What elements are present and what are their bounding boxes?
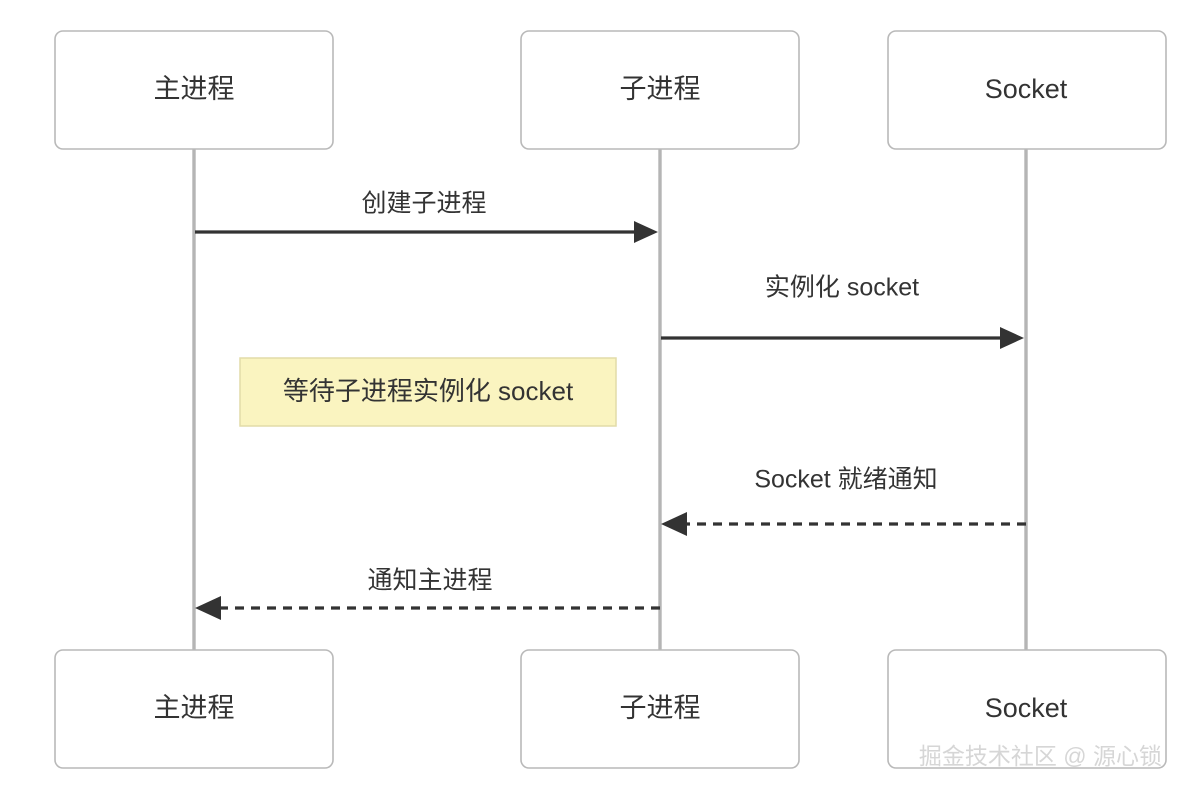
participant-label-child-top: 子进程 (620, 74, 701, 104)
message-label-instantiate-socket: 实例化 socket (765, 274, 919, 302)
message-label-notify-main-process: 通知主进程 (367, 567, 492, 595)
watermark-label: 掘金技术社区 @ 源心锁 (919, 743, 1162, 769)
message-socket-ready-notification[interactable]: Socket 就绪通知 (661, 466, 1026, 536)
participant-label-main-bottom: 主进程 (154, 693, 235, 723)
lifelines-group (192, 149, 1028, 652)
note-box-wait-for-socket (239, 357, 617, 427)
participant-label-socket-top: Socket (985, 74, 1068, 104)
participant-box-main-bottom[interactable] (54, 649, 334, 769)
note-wait-for-socket[interactable]: 等待子进程实例化 socket (239, 357, 617, 427)
arrowhead-left-socket-ready-notification (661, 512, 687, 536)
arrowhead-right-instantiate-socket (1000, 327, 1024, 349)
message-notify-main-process[interactable]: 通知主进程 (195, 567, 660, 620)
participant-box-socket-top[interactable] (887, 30, 1167, 150)
participant-box-main-top[interactable] (54, 30, 334, 150)
participant-boxes-top: 主进程 子进程 Socket (54, 30, 1167, 150)
participant-box-child-bottom[interactable] (520, 649, 800, 769)
arrowhead-right-create-child-process (634, 221, 658, 243)
participant-label-child-bottom: 子进程 (620, 693, 701, 723)
message-create-child-process[interactable]: 创建子进程 (195, 190, 658, 243)
note-label-wait-for-socket: 等待子进程实例化 socket (283, 376, 574, 406)
message-label-create-child-process: 创建子进程 (361, 190, 486, 218)
message-instantiate-socket[interactable]: 实例化 socket (661, 274, 1024, 349)
participant-box-child-top[interactable] (520, 30, 800, 150)
participant-label-socket-bottom: Socket (985, 693, 1068, 723)
message-label-socket-ready-notification: Socket 就绪通知 (754, 466, 937, 494)
participant-label-main-top: 主进程 (154, 74, 235, 104)
participant-boxes-bottom: 主进程 子进程 Socket (54, 649, 1167, 769)
participant-box-socket-bottom[interactable] (887, 649, 1167, 769)
arrowhead-left-notify-main-process (195, 596, 221, 620)
